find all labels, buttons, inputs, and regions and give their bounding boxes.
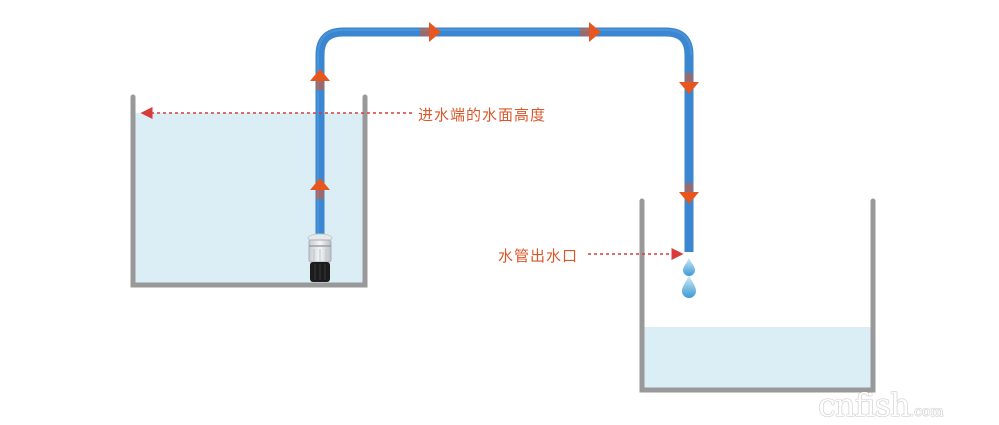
right-tank-wall xyxy=(639,198,876,393)
inlet-water-level-label: 进水端的水面高度 xyxy=(418,106,547,124)
flow-arrow-down-lower xyxy=(679,183,699,204)
watermark: cnfish.com xyxy=(818,386,944,424)
pipe-highlight xyxy=(317,29,692,238)
flow-arrow-up-lower xyxy=(310,178,330,199)
droplet-large xyxy=(682,276,696,298)
pump-icon xyxy=(307,233,333,282)
flow-arrow-right-2 xyxy=(580,22,601,42)
left-tank-wall xyxy=(130,94,368,288)
watermark-suffix: .com xyxy=(909,404,944,420)
left-tank xyxy=(130,94,368,288)
water-droplets xyxy=(682,258,696,298)
pipe-outlet-label: 水管出水口 xyxy=(498,247,579,265)
right-tank xyxy=(639,198,876,393)
flow-arrow-up-upper xyxy=(310,69,330,90)
droplet-small xyxy=(683,258,695,276)
pipe xyxy=(315,27,694,252)
flow-arrow-right-1 xyxy=(420,22,441,42)
right-tank-water xyxy=(643,327,873,389)
flow-arrows xyxy=(310,22,699,204)
flow-arrow-down-upper xyxy=(679,73,699,94)
watermark-main: cnfish xyxy=(818,386,911,424)
